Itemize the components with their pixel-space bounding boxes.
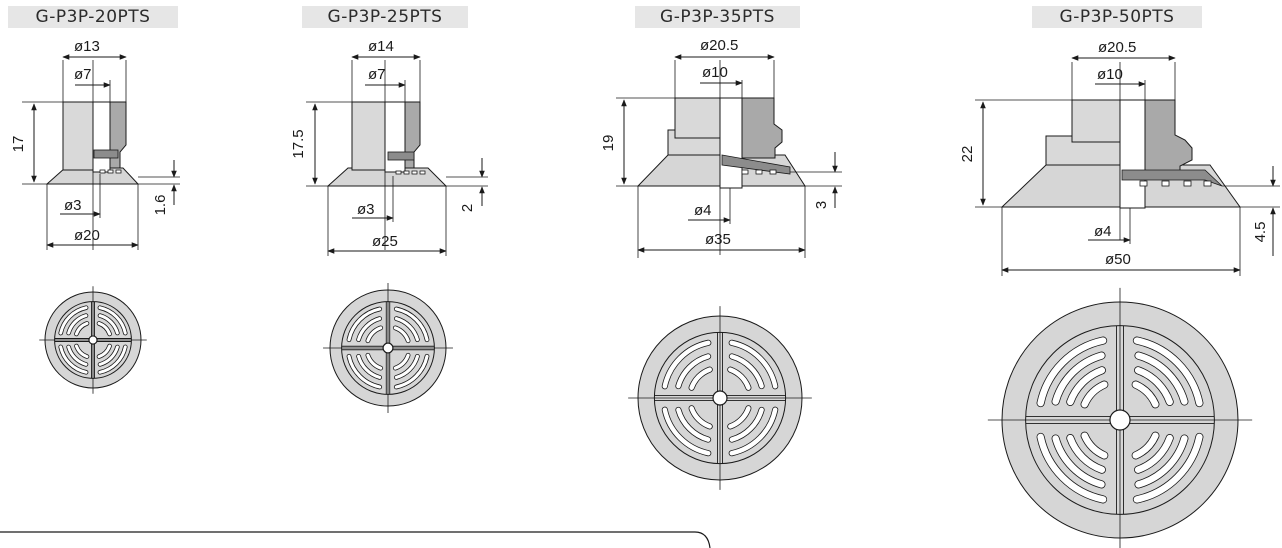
info-box-outline [0, 531, 711, 548]
fitting-body [674, 97, 721, 139]
center-hole [712, 390, 728, 406]
dim-bore-diameter: ø7 [74, 66, 92, 83]
suction-slots [741, 169, 777, 175]
fitting-body [1071, 99, 1121, 143]
dim-lip: 1.6 [152, 195, 169, 216]
suction-grooves [58, 305, 128, 375]
dim-height: 22 [959, 146, 976, 163]
suction-slots [1139, 180, 1212, 187]
dim-cup-diameter: ø25 [372, 233, 398, 250]
suction-grooves [1036, 336, 1204, 504]
dim-height: 19 [600, 135, 617, 152]
model-title-50: G-P3P-50PTS [1032, 6, 1202, 28]
center-hole [1109, 409, 1131, 431]
dim-bore-diameter: ø7 [368, 66, 386, 83]
bottom-view-50 [987, 287, 1253, 548]
dim-cup-diameter: ø50 [1105, 251, 1131, 268]
center-hole [382, 342, 394, 354]
dim-hole-diameter: ø4 [1094, 223, 1112, 240]
bottom-view-35 [628, 306, 812, 490]
dim-height: 17.5 [290, 129, 307, 158]
nut [93, 149, 119, 159]
bore-wall [719, 97, 743, 189]
fitting-body [351, 101, 386, 171]
nut [1121, 169, 1223, 187]
nut [387, 151, 415, 161]
dim-lip: 4.5 [1252, 222, 1269, 243]
bottom-view-25 [323, 283, 453, 413]
bottom-view-20 [39, 286, 147, 394]
bore-wall [384, 101, 406, 173]
dim-lip: 2 [459, 204, 476, 212]
dim-cup-diameter: ø35 [705, 231, 731, 248]
dim-hole-diameter: ø4 [694, 202, 712, 219]
model-title-25: G-P3P-25PTS [302, 6, 468, 28]
dim-top-diameter: ø20.5 [1098, 39, 1136, 56]
dim-height: 17 [10, 136, 27, 153]
bore-wall [92, 101, 111, 173]
nut [721, 154, 791, 175]
dim-bore-diameter: ø10 [702, 64, 728, 81]
side-view-20: ø13 ø7 17 1.6 ø3 ø20 [10, 38, 180, 250]
side-view-35: ø20.5 ø10 19 3 ø4 ø35 [600, 37, 842, 258]
dim-cup-diameter: ø20 [74, 227, 100, 244]
suction-slots [395, 170, 426, 175]
side-view-25: ø14 ø7 17.5 2 ø3 ø25 [290, 38, 488, 256]
suction-grooves [346, 306, 430, 390]
dim-top-diameter: ø13 [74, 38, 100, 55]
model-title-20: G-P3P-20PTS [8, 6, 178, 28]
center-hole [88, 335, 98, 345]
dim-top-diameter: ø14 [368, 38, 394, 55]
bore-wall [1119, 99, 1146, 209]
model-title-35: G-P3P-35PTS [635, 6, 800, 28]
dim-lip: 3 [813, 201, 830, 209]
side-view-50: ø20.5 ø10 22 4.5 ø4 ø50 [959, 39, 1280, 276]
suction-grooves [661, 339, 779, 457]
dim-bore-diameter: ø10 [1097, 66, 1123, 83]
fitting-body [62, 101, 94, 171]
suction-slots [99, 169, 122, 174]
dim-top-diameter: ø20.5 [700, 37, 738, 54]
dim-hole-diameter: ø3 [64, 197, 82, 214]
dim-hole-diameter: ø3 [357, 201, 375, 218]
